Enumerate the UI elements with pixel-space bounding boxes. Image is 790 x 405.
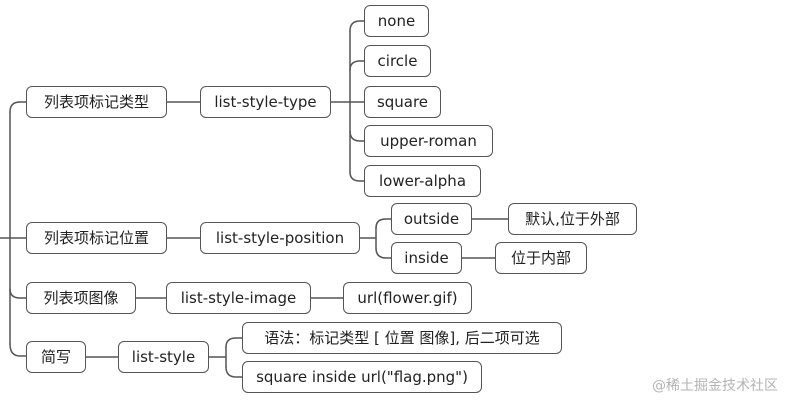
node-list-style-position: list-style-position [200,222,360,254]
node-outside-note: 默认,位于外部 [508,203,637,235]
type-branch-upper-roman [349,130,365,142]
node-list-style: list-style [118,341,209,373]
node-position-outside: outside [391,203,472,235]
node-type-square: square [364,86,441,118]
type-branch-circle [349,60,365,71]
root-branch-short [9,343,27,357]
node-list-style-type: list-style-type [200,86,331,118]
node-shorthand-category: 简写 [26,341,86,373]
root-branch-image [9,288,27,299]
watermark: @稀土掘金技术社区 [652,378,778,394]
pos-branch-outside [375,218,392,229]
root-branch-type [9,101,27,113]
pos-branch-inside [375,247,392,259]
type-branch-lower-alpha [349,171,365,182]
short-branch-syntax [225,337,243,348]
node-position-inside: inside [391,242,462,274]
node-type-upper-roman: upper-roman [364,125,493,157]
node-list-style-image-category: 列表项图像 [26,282,136,314]
node-list-style-type-category: 列表项标记类型 [26,86,167,118]
node-type-lower-alpha: lower-alpha [364,165,481,197]
node-inside-note: 位于内部 [495,242,587,274]
short-branch-example [225,366,243,378]
node-type-circle: circle [364,45,431,77]
type-branch-none [349,20,365,32]
node-list-style-position-category: 列表项标记位置 [26,222,167,254]
node-list-style-image: list-style-image [166,282,311,314]
node-image-value: url(flower.gif) [343,282,472,314]
node-shorthand-example: square inside url("flag.png") [242,361,482,393]
node-type-none: none [364,5,429,37]
node-shorthand-syntax: 语法：标记类型 [ 位置 图像], 后二项可选 [242,322,562,354]
